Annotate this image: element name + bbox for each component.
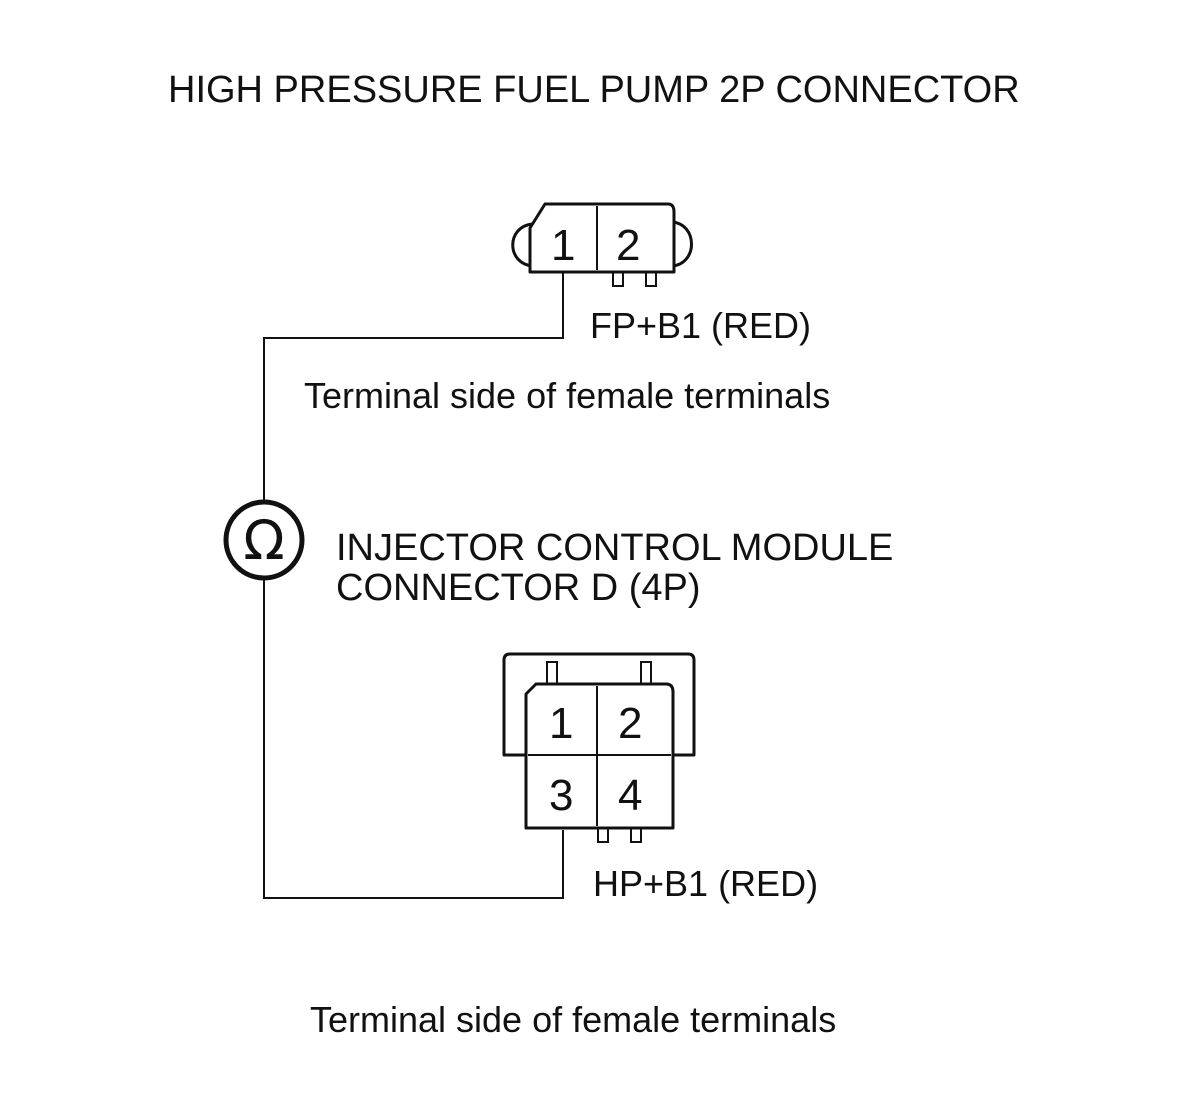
lead-top — [263, 272, 564, 502]
ohmmeter-icon: Ω — [223, 499, 305, 581]
pin-label: 1 — [549, 699, 573, 748]
ohm-symbol: Ω — [243, 509, 284, 572]
pin-label: 2 — [618, 699, 642, 748]
pin-label: 2 — [616, 221, 640, 270]
module-title-line2: CONNECTOR D (4P) — [336, 567, 701, 609]
terminal-tab — [630, 827, 642, 843]
pin-label: 1 — [551, 221, 575, 270]
connector-body — [528, 202, 676, 274]
fuel-pump-2p-connector: 1 2 — [511, 202, 693, 287]
injector-module-4p-connector: 1 2 3 4 — [502, 652, 696, 843]
terminal-tab — [612, 271, 624, 287]
probe-leads — [263, 272, 564, 899]
diagram-title: HIGH PRESSURE FUEL PUMP 2P CONNECTOR — [168, 69, 1020, 111]
wire-label-fp: FP+B1 (RED) — [590, 305, 811, 346]
view-caption-bottom: Terminal side of female terminals — [310, 999, 836, 1040]
connector-left-latch — [511, 222, 534, 268]
module-title-line1: INJECTOR CONTROL MODULE — [336, 527, 893, 569]
terminal-tab — [597, 827, 609, 843]
pin-label: 3 — [549, 771, 573, 820]
pin-label: 4 — [618, 771, 642, 820]
terminal-tab — [645, 271, 657, 287]
wire-label-hp: HP+B1 (RED) — [593, 863, 818, 904]
view-caption-top: Terminal side of female terminals — [304, 375, 830, 416]
connector-right-latch — [671, 220, 693, 268]
lead-bottom — [263, 578, 564, 899]
